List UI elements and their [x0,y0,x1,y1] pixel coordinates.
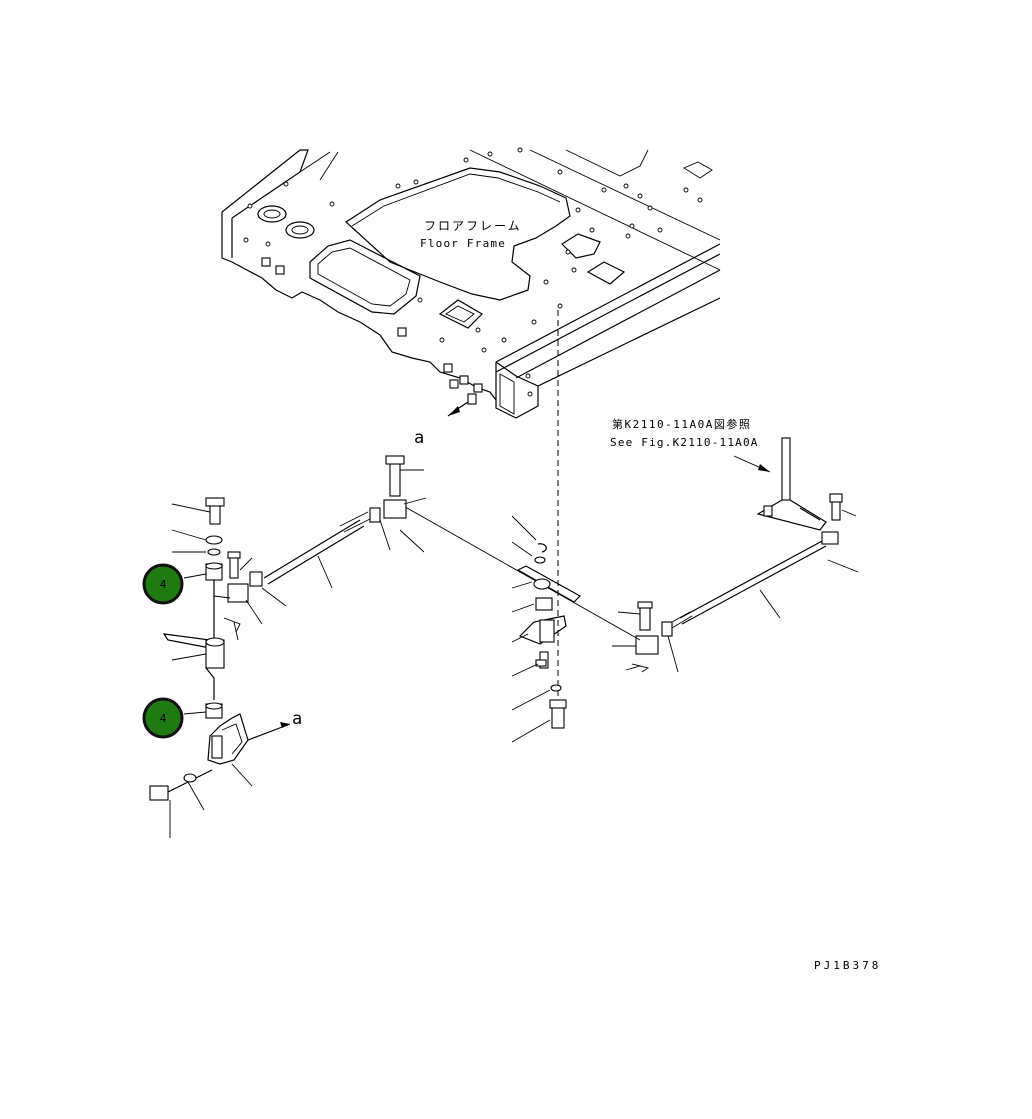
view-marker-frame: a [414,428,424,448]
floor-frame [221,147,721,419]
reference-label-jp: 第K2110-11A0A図参照 [612,417,751,431]
reference-arrow [758,464,770,472]
cross-link [399,503,641,641]
floor-frame-label-en: Floor Frame [420,237,506,250]
view-marker-lever: a [292,709,302,729]
leader-lines [169,469,859,838]
right-rod [631,531,839,673]
callout-number: 4 [160,712,167,725]
reference-label-en: See Fig.K2110-11A0A [610,436,759,449]
figure-code: PJ1B378 [814,959,881,972]
right-lever [756,437,843,531]
left-lever-assembly [149,497,291,801]
floor-frame-label-jp: フロアフレーム [424,219,522,233]
callout-number: 4 [160,578,167,591]
left-rod [223,455,407,633]
frame-holes [243,147,703,397]
center-pivot [516,543,581,729]
callout-4-lower[interactable]: 4 [142,697,184,739]
callout-4-upper[interactable]: 4 [142,563,184,605]
